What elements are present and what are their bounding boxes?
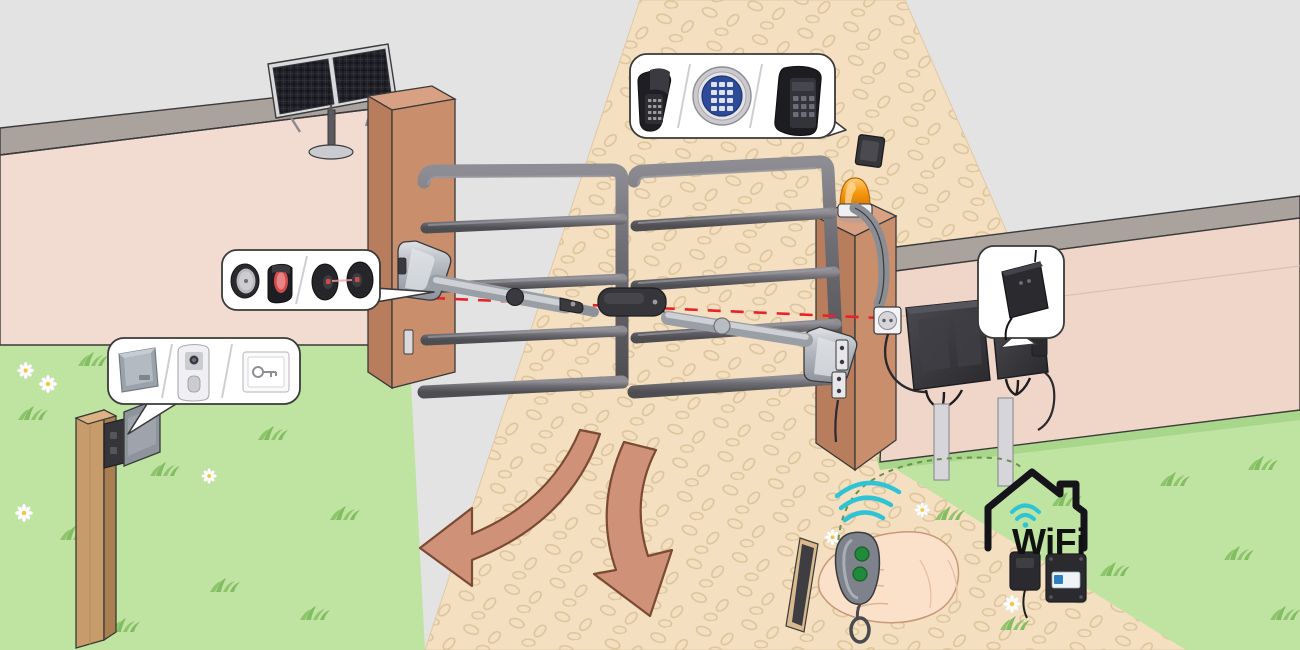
control-box-large[interactable] — [905, 299, 991, 481]
round-keypad-device — [692, 66, 752, 126]
hand-with-remote — [817, 480, 960, 644]
remote-control-fob[interactable] — [834, 531, 881, 644]
wifi-gateway[interactable] — [1045, 553, 1087, 603]
wifi-signal-path — [836, 456, 1025, 571]
driveway-bollard — [785, 537, 819, 633]
key-switch-plate-device — [242, 351, 290, 393]
control-module-callout — [977, 245, 1065, 349]
linear-actuator-right — [640, 298, 858, 443]
power-adapter — [1009, 551, 1041, 619]
intercom-handset-device — [637, 68, 672, 132]
rectangular-keypad-device — [774, 65, 822, 137]
gate-lock-module — [597, 287, 667, 317]
linear-actuator-left — [397, 240, 599, 317]
access-control-callout — [107, 337, 301, 435]
surface-intercom-device — [118, 347, 159, 393]
wall-keypad[interactable] — [849, 134, 890, 310]
power-outlet — [873, 306, 927, 394]
remote-signal-arcs — [834, 480, 902, 523]
swing-gate-right-leaf — [627, 155, 845, 399]
beam-sensor-pair-device — [311, 261, 374, 301]
round-photocell-device — [230, 263, 260, 299]
wifi-house-icon — [984, 468, 1088, 552]
swing-arrow-right — [592, 440, 674, 618]
door-station-device — [177, 343, 210, 402]
photocell-safety-callout — [221, 249, 435, 311]
solar-panel-array — [267, 43, 397, 160]
wifi-text-label: WiFi — [1012, 521, 1086, 562]
photocell-pair-device — [267, 263, 293, 304]
radio-receiver-module — [1001, 249, 1049, 341]
wooden-intercom-post — [74, 408, 129, 649]
entry-keypad-callout — [629, 53, 847, 139]
swing-gate-left-leaf — [417, 163, 629, 399]
swing-arrow-left — [418, 428, 602, 588]
